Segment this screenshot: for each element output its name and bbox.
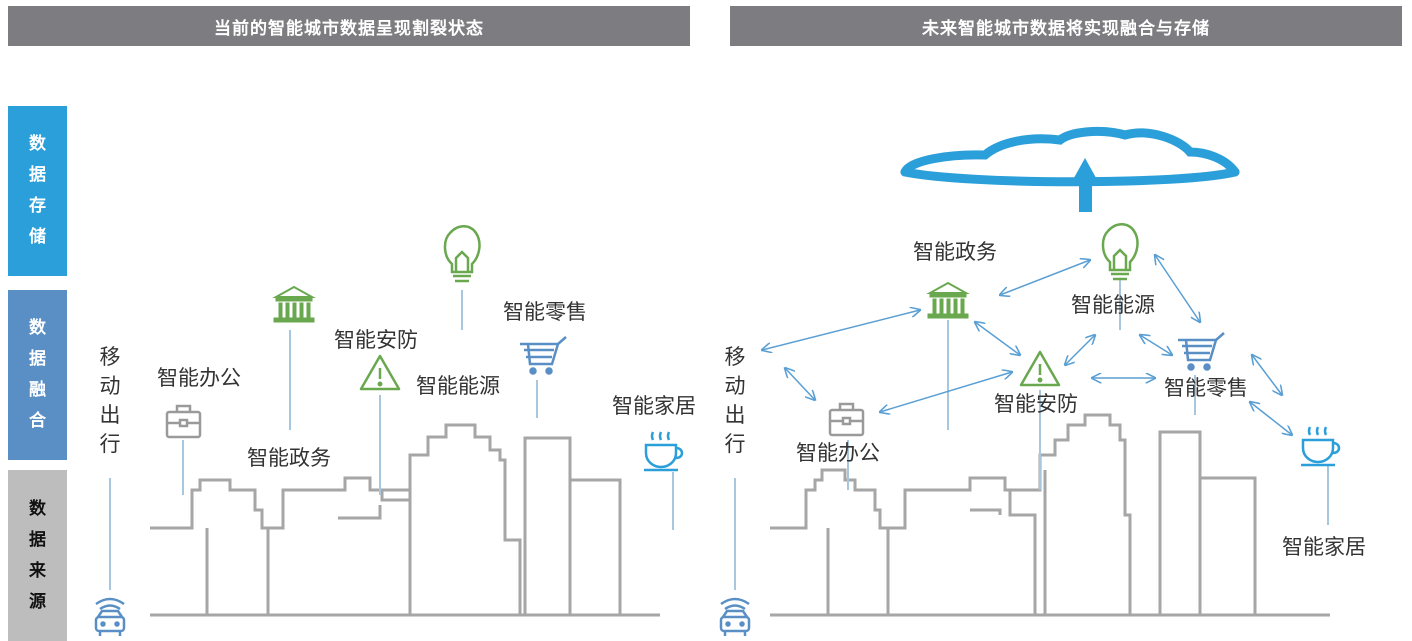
side-char: 融 [29,380,46,400]
government-building-icon [272,285,316,323]
government-building-icon [926,281,970,319]
right-label-mobility: 移动出行 [724,345,746,456]
warning-icon [1019,350,1061,387]
side-label-source: 数 据 来 源 [8,470,67,641]
car-wireless-icon [719,597,751,636]
side-char: 来 [29,560,46,581]
shopping-cart-icon [520,336,567,375]
left-label-home: 智能家居 [612,394,696,418]
left-label-mobility: 移动出行 [99,345,121,456]
right-label-retail: 智能零售 [1164,376,1248,400]
side-char: 数 [29,318,46,338]
left-label-government: 智能政务 [247,446,331,470]
left-label-security: 智能安防 [334,328,418,352]
right-label-office: 智能办公 [796,441,880,465]
side-char: 据 [29,165,46,185]
left-city-skyline [150,423,660,617]
warning-icon [359,354,401,391]
side-char: 据 [29,529,46,550]
side-char: 源 [29,591,46,612]
left-header: 当前的智能城市数据呈现割裂状态 [8,6,690,46]
right-label-home: 智能家居 [1282,535,1366,559]
shopping-cart-icon [1178,332,1225,371]
left-label-energy: 智能能源 [416,374,500,398]
upload-arrow-icon [1070,158,1100,212]
side-label-fusion: 数 据 融 合 [8,290,67,460]
right-label-security: 智能安防 [994,392,1078,416]
right-label-energy: 智能能源 [1071,293,1155,317]
cloud-icon [900,126,1240,187]
side-char: 存 [29,196,46,216]
side-char: 数 [29,498,46,519]
left-connector-lines [109,290,674,590]
side-char: 数 [29,134,46,154]
coffee-cup-icon [644,431,684,472]
right-city-skyline [770,413,1330,617]
side-char: 合 [29,411,46,431]
left-label-retail: 智能零售 [503,300,587,324]
coffee-cup-icon [1301,426,1341,467]
right-header: 未来智能城市数据将实现融合与存储 [730,6,1402,46]
lightbulb-icon [1101,223,1139,281]
briefcase-icon [165,404,202,439]
right-connector-lines [734,278,1329,590]
side-char: 据 [29,349,46,369]
cloud-icon [200,143,460,187]
fusion-arrows [762,255,1292,435]
side-char: 储 [29,227,46,247]
right-label-government: 智能政务 [913,240,997,264]
lightbulb-icon [443,225,481,283]
car-wireless-icon [94,597,126,636]
side-label-storage: 数 据 存 储 [8,106,67,276]
left-label-office: 智能办公 [157,366,241,390]
briefcase-icon [828,402,865,437]
